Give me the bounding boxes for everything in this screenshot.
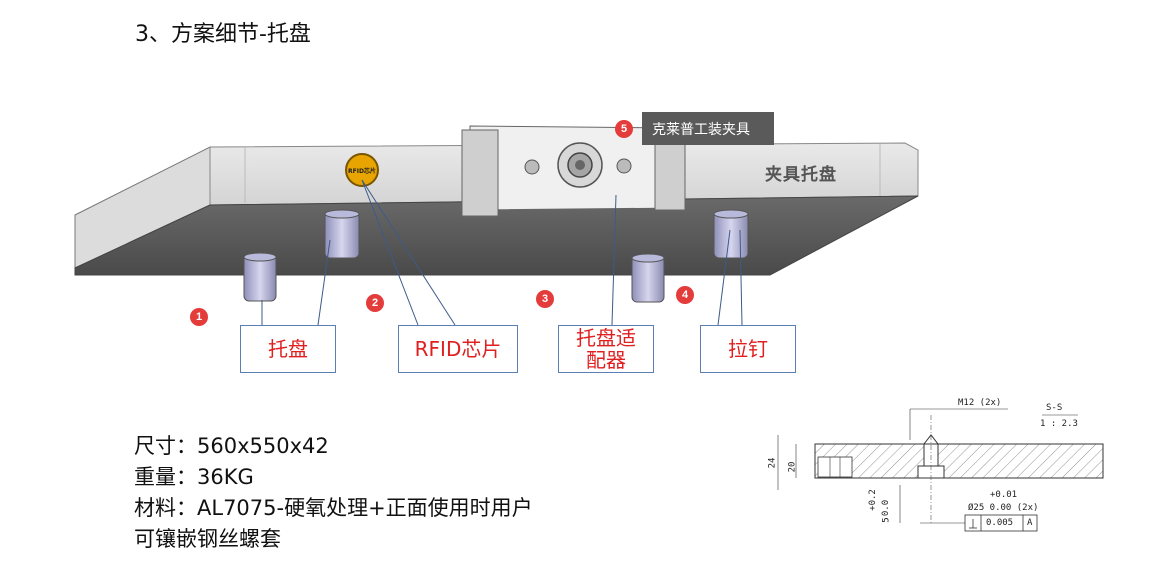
callout-rfid: RFID芯片 — [398, 325, 518, 373]
tray-engraving: 夹具托盘 — [765, 165, 837, 185]
section-drawing — [777, 408, 1104, 532]
badge-1: 1 — [190, 308, 208, 326]
tray-illustration — [74, 125, 919, 326]
dim-thread: M12 (2x) — [958, 398, 1002, 408]
section-label: S-S — [1046, 403, 1063, 413]
badge-5: 5 — [615, 120, 633, 138]
spec-material-cont: 可镶嵌钢丝螺套 — [134, 527, 281, 551]
clamp-fixture-tooltip: 克莱普工装夹具 — [642, 112, 774, 145]
section-scale: 1 : 2.3 — [1040, 419, 1078, 429]
dim-tol-plus: +0.2 — [867, 489, 878, 511]
badge-2: 2 — [366, 294, 384, 312]
spec-size: 尺寸：560x550x42 — [134, 434, 329, 458]
dia-tol-top: +0.01 — [990, 490, 1018, 500]
callout-adapter: 托盘适 配器 — [558, 325, 654, 373]
badge-3: 3 — [536, 290, 554, 308]
dim-24: 24 — [767, 457, 778, 469]
dim-5: 5 — [881, 517, 892, 523]
dim-tol-zero: 0.0 — [881, 499, 892, 517]
tooltip-text: 克莱普工装夹具 — [652, 121, 750, 138]
perp-value: 0.005 — [986, 518, 1014, 528]
spec-weight: 重量：36KG — [134, 465, 254, 489]
dia-dimension: Ø25 0.00 (2x) — [968, 503, 1039, 513]
perp-datum: A — [1027, 518, 1033, 528]
callout-pull-stud: 拉钉 — [700, 325, 796, 373]
spec-material: 材料：AL7075-硬氧处理+正面使用时用户 — [134, 496, 533, 520]
page-title: 3、方案细节-托盘 — [135, 22, 311, 47]
callout-pallet: 托盘 — [240, 325, 336, 373]
dim-20: 20 — [787, 461, 798, 473]
rfid-chip-label: RFID芯片 — [348, 168, 376, 175]
badge-4: 4 — [676, 286, 694, 304]
